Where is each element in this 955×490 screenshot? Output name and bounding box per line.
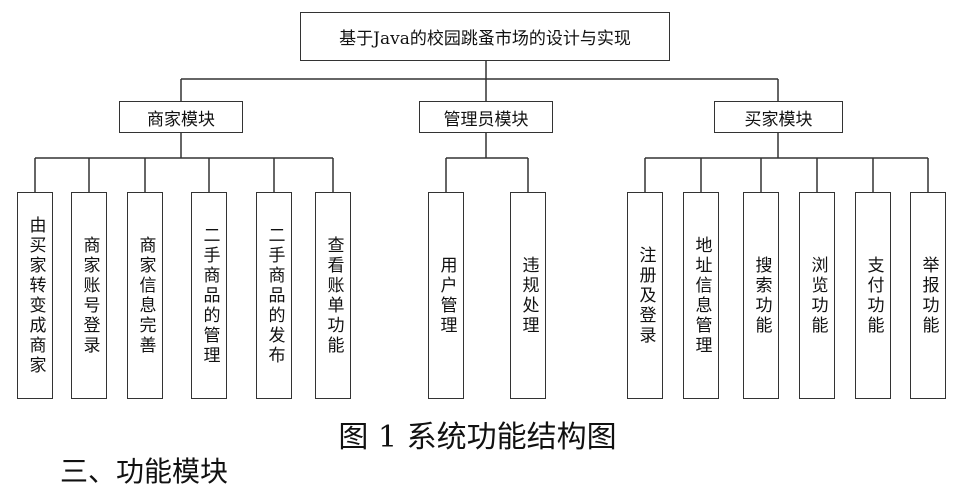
- merchant-leaf-1-label: 由买家转变成商家: [25, 215, 46, 376]
- admin-leaf-2: 违规处理: [510, 192, 546, 399]
- admin-leaf-1-label: 用户管理: [436, 255, 457, 336]
- merchant-leaf-2-label: 商家账号登录: [79, 235, 100, 356]
- buyer-leaf-1-label: 注册及登录: [635, 245, 656, 346]
- admin-module-node: 管理员模块: [419, 101, 553, 133]
- merchant-leaf-3: 商家信息完善: [127, 192, 163, 399]
- merchant-leaf-2: 商家账号登录: [71, 192, 107, 399]
- buyer-leaf-1: 注册及登录: [627, 192, 663, 399]
- buyer-leaf-4: 浏览功能: [799, 192, 835, 399]
- admin-leaf-1: 用户管理: [428, 192, 464, 399]
- merchant-leaf-6: 查看账单功能: [315, 192, 351, 399]
- partial-section-heading: 三、功能模块: [60, 455, 229, 488]
- buyer-leaf-2: 地址信息管理: [683, 192, 719, 399]
- merchant-leaf-3-label: 商家信息完善: [135, 235, 156, 356]
- buyer-leaf-6: 举报功能: [910, 192, 946, 399]
- buyer-leaf-2-label: 地址信息管理: [691, 235, 712, 356]
- buyer-leaf-6-label: 举报功能: [918, 255, 939, 336]
- root-node-label: 基于Java的校园跳蚤市场的设计与实现: [339, 29, 631, 49]
- buyer-leaf-5-label: 支付功能: [863, 255, 884, 336]
- buyer-leaf-3-label: 搜索功能: [751, 255, 772, 336]
- buyer-module-label: 买家模块: [744, 109, 813, 130]
- merchant-leaf-6-label: 查看账单功能: [323, 235, 344, 356]
- merchant-leaf-5-label: 二手商品的发布: [264, 225, 285, 366]
- buyer-leaf-3: 搜索功能: [743, 192, 779, 399]
- merchant-leaf-4: 二手商品的管理: [191, 192, 227, 399]
- merchant-module-label: 商家模块: [147, 109, 215, 130]
- root-node: 基于Java的校园跳蚤市场的设计与实现: [300, 12, 670, 61]
- admin-leaf-2-label: 违规处理: [518, 255, 539, 336]
- merchant-module-node: 商家模块: [119, 101, 243, 133]
- buyer-leaf-4-label: 浏览功能: [807, 255, 828, 336]
- admin-module-label: 管理员模块: [443, 109, 529, 130]
- buyer-module-node: 买家模块: [714, 101, 843, 133]
- figure-caption: 图 1 系统功能结构图: [338, 420, 617, 455]
- merchant-leaf-4-label: 二手商品的管理: [199, 225, 220, 366]
- merchant-leaf-1: 由买家转变成商家: [17, 192, 53, 399]
- connector-lines: [34, 61, 929, 192]
- buyer-leaf-5: 支付功能: [855, 192, 891, 399]
- merchant-leaf-5: 二手商品的发布: [256, 192, 292, 399]
